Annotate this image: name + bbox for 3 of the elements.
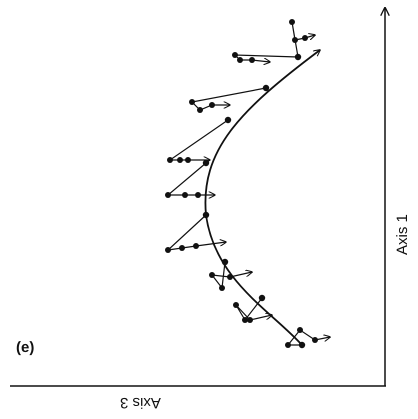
panel-label: (e) xyxy=(16,340,34,355)
axis-label: Axis 3 xyxy=(120,395,161,410)
axis-label: Axis 1 xyxy=(395,214,410,255)
